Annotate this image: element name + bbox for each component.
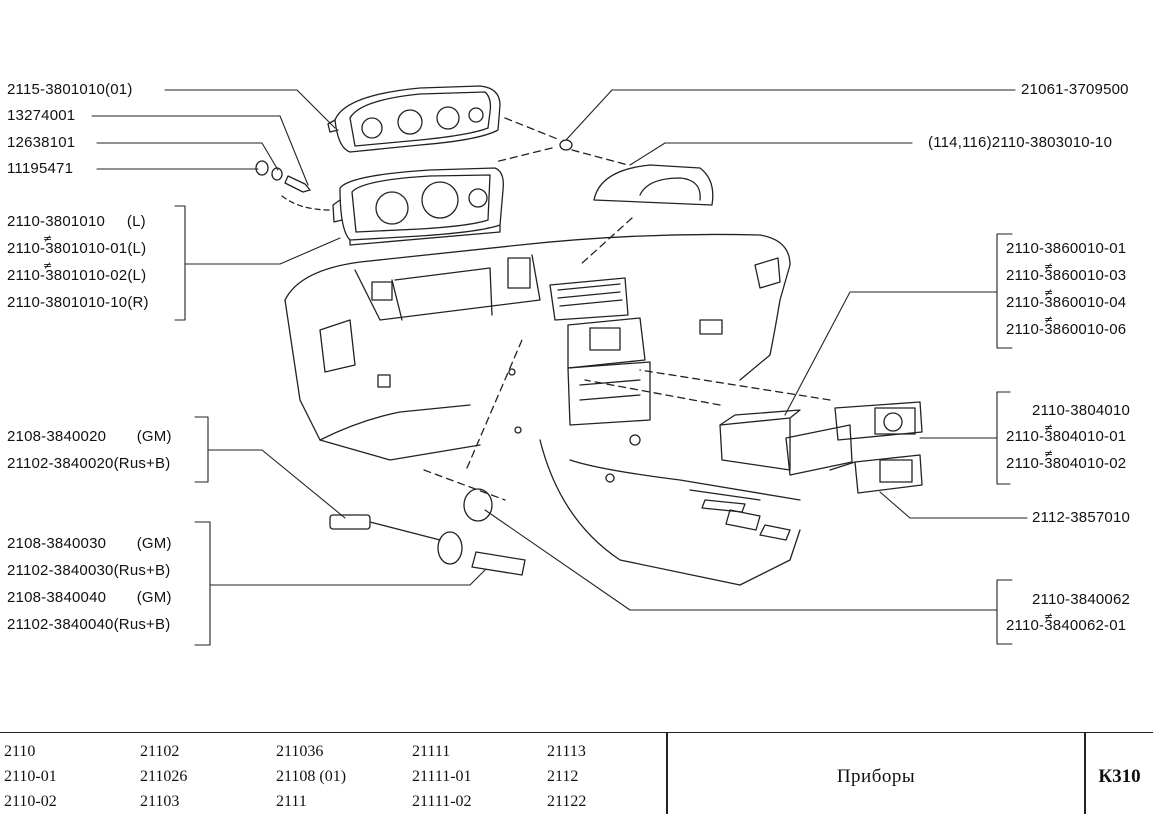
switch-assembly (329, 488, 526, 576)
part-label: 2108-3840040 (GM) (7, 589, 172, 606)
part-label: 2115-3801010(01) (7, 81, 133, 98)
part-label: 2110-3801010-02(L) (7, 267, 147, 284)
not-equal-mark: ≠ (1044, 610, 1054, 623)
model-cell: 21111 (412, 743, 451, 760)
model-cell: 2110 (4, 743, 36, 760)
part-label: 2110-3804010-02 (1006, 455, 1127, 472)
part-label: 2110-3801010-01(L) (7, 240, 147, 257)
page-code: К310 (1098, 766, 1141, 787)
model-cell: 21111-02 (412, 793, 472, 810)
part-label: 2110-3804010-01 (1006, 428, 1127, 445)
part-label: 11195471 (7, 160, 74, 177)
part-label: 2110-3840062 (1032, 591, 1131, 608)
part-label: 12638101 (7, 134, 76, 151)
part-label: (114,116)2110-3803010-10 (928, 134, 1113, 151)
model-cell: 21111-01 (412, 768, 472, 785)
model-cell: 21122 (547, 793, 587, 810)
not-equal-mark: ≠ (1044, 421, 1054, 434)
not-equal-mark: ≠ (1044, 447, 1054, 460)
part-label: 13274001 (7, 107, 76, 124)
instrument-cluster-top (327, 85, 501, 153)
leader-lines (91, 89, 1028, 646)
part-label: 2110-3801010 (L) (7, 213, 146, 230)
model-cell: 2111 (276, 793, 307, 810)
part-label: 21102-3840040(Rus+B) (7, 616, 171, 633)
part-label: 2110-3860010-04 (1006, 294, 1127, 311)
model-cell: 211036 (276, 743, 324, 760)
part-label: 2110-3801010-10(R) (7, 294, 149, 311)
not-equal-mark: ≠ (43, 232, 53, 245)
model-cell: 21113 (547, 743, 586, 760)
fastener-parts (255, 160, 331, 211)
part-label: 21102-3840030(Rus+B) (7, 562, 171, 579)
part-label: 2110-3860010-06 (1006, 321, 1127, 338)
page-title: Приборы (836, 766, 916, 787)
column-divider (666, 733, 668, 814)
model-cell: 21103 (140, 793, 180, 810)
model-cell: 21102 (140, 743, 180, 760)
not-equal-mark: ≠ (1044, 286, 1054, 299)
column-divider (1084, 733, 1086, 814)
display-hood (593, 164, 714, 206)
not-equal-mark: ≠ (43, 259, 53, 272)
not-equal-mark: ≠ (1044, 260, 1054, 273)
part-label: 21061-3709500 (1021, 81, 1129, 98)
part-label: 2110-3804010 (1032, 402, 1131, 419)
footer-table: 2110 21102 211036 21111 21113 2110-01 21… (0, 732, 1153, 814)
model-cell: 21108 (01) (276, 768, 347, 785)
part-label: 21102-3840020(Rus+B) (7, 455, 171, 472)
part-label: 2108-3840030 (GM) (7, 535, 172, 552)
part-label: 2108-3840020 (GM) (7, 428, 172, 445)
model-cell: 2110-01 (4, 768, 57, 785)
model-cell: 2110-02 (4, 793, 57, 810)
part-label: 2110-3860010-03 (1006, 267, 1127, 284)
part-label: 2110-3860010-01 (1006, 240, 1127, 257)
part-label: 2112-3857010 (1032, 509, 1131, 526)
clock-modules (719, 401, 923, 494)
not-equal-mark: ≠ (1044, 313, 1054, 326)
model-cell: 2112 (547, 768, 579, 785)
instrument-cluster-main (332, 167, 504, 246)
model-cell: 211026 (140, 768, 188, 785)
part-label: 2110-3840062-01 (1006, 617, 1127, 634)
assembly-arrows (423, 117, 831, 501)
dashboard (284, 233, 801, 586)
clip-part (559, 139, 573, 151)
